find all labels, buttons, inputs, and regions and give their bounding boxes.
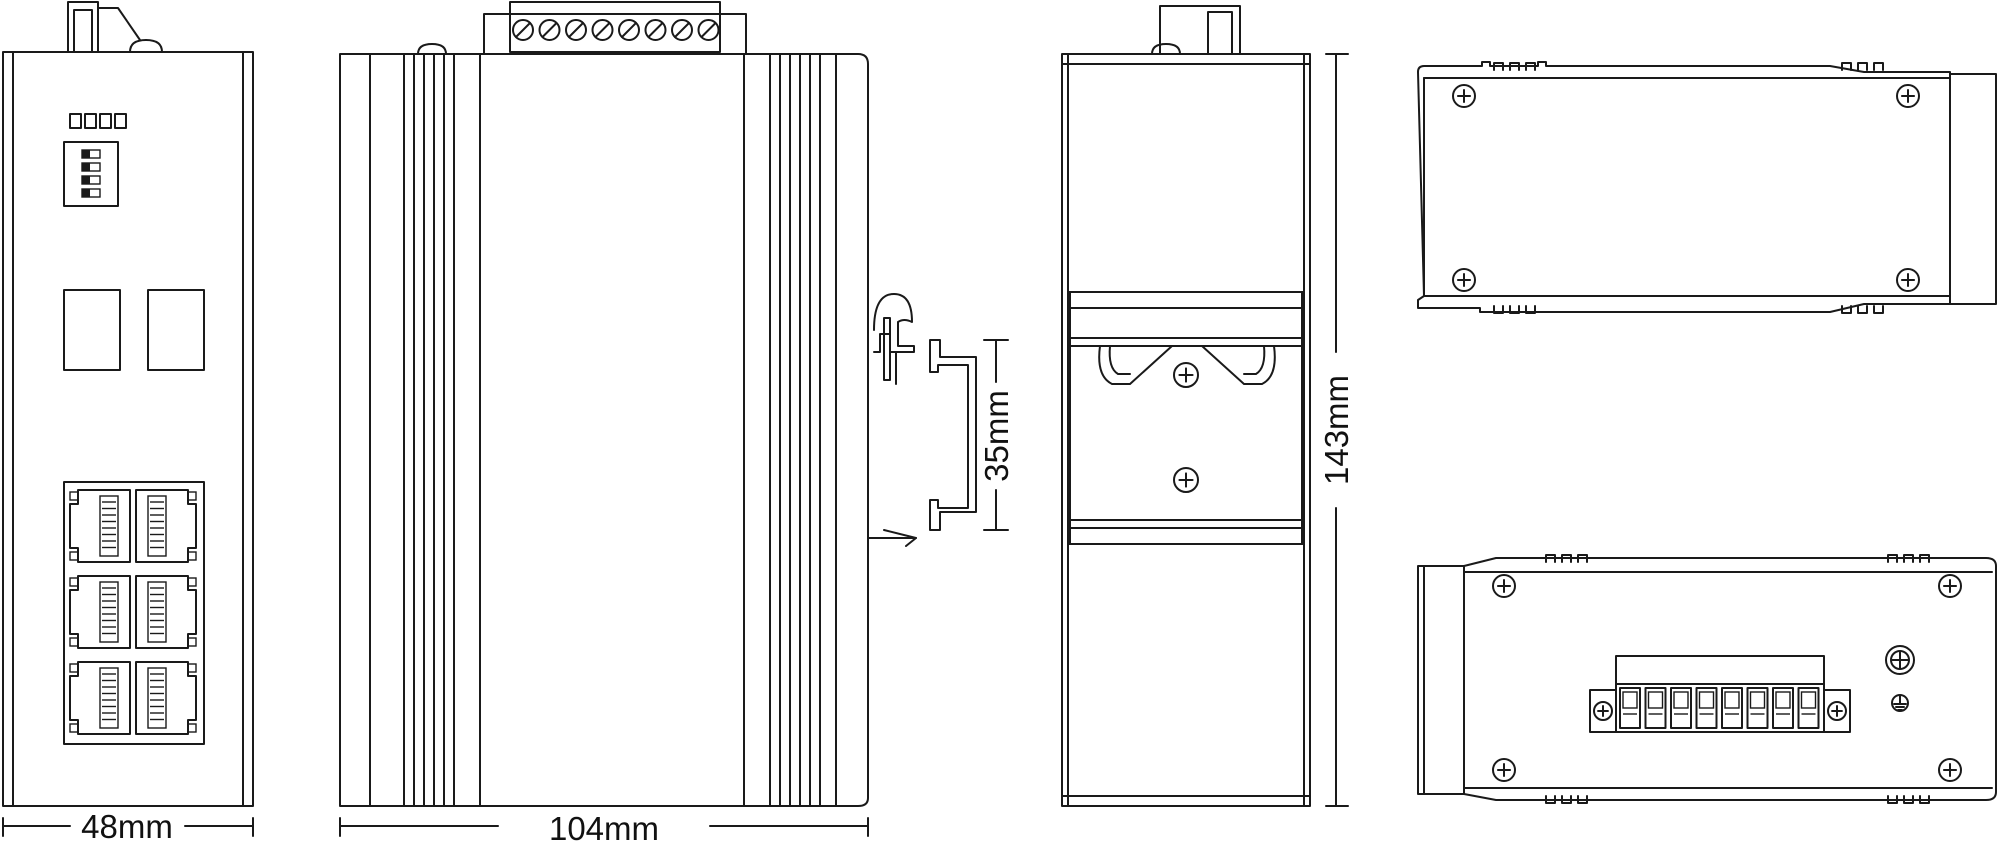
terminal-screw-icon <box>565 19 587 41</box>
phillips-screw-icon <box>1173 467 1199 493</box>
depth-label: 104mm <box>549 810 659 847</box>
side-view: 35mm 104mm <box>339 1 1015 847</box>
dip-switch <box>63 141 119 207</box>
vent-notch <box>1509 305 1520 314</box>
terminal-screw-icon <box>697 19 720 41</box>
vent-notch <box>1561 554 1572 563</box>
depth-dimension: 104mm <box>339 810 869 847</box>
rj45-port-block <box>63 481 205 745</box>
terminal-slot <box>1619 687 1641 729</box>
vent-notch <box>1873 305 1884 314</box>
terminal-slot <box>1695 687 1718 729</box>
vent-notch <box>1919 795 1930 804</box>
terminal-screw-icon <box>671 19 693 41</box>
rj45-port <box>135 489 197 563</box>
phillips-screw-icon <box>1492 758 1516 782</box>
sfp-port-right <box>147 289 205 371</box>
bottom-terminal-block <box>1589 655 1851 733</box>
din-rail-clip <box>867 293 917 547</box>
terminal-slot <box>1746 687 1769 729</box>
phillips-screw-icon <box>1492 574 1516 598</box>
vent-notch <box>1887 554 1898 563</box>
vent-notch <box>1509 62 1520 71</box>
terminal-screw-icon <box>591 19 614 41</box>
width-label: 48mm <box>81 808 173 845</box>
height-label: 143mm <box>1318 375 1355 485</box>
led-indicator-row <box>69 113 127 129</box>
phillips-screw-icon <box>1173 362 1199 388</box>
terminal-slot <box>1772 687 1794 729</box>
sfp-port-left <box>63 289 121 371</box>
rj45-port <box>69 661 131 735</box>
vent-notch <box>1841 305 1852 314</box>
terminal-screw-icon <box>618 19 640 41</box>
terminal-screw-icon <box>644 19 667 41</box>
din-mount-plate <box>1069 291 1303 545</box>
vent-notch <box>1493 305 1504 314</box>
side-ribs-right <box>743 53 837 807</box>
vent-notch <box>1857 305 1868 314</box>
terminal-screw-icon <box>538 19 561 41</box>
din-rail-dimension: 35mm <box>978 339 1015 531</box>
vent-notch <box>1577 795 1588 804</box>
din-rail-profile <box>929 339 977 531</box>
phillips-screw-icon <box>1896 268 1920 292</box>
phillips-screw-icon <box>1452 268 1476 292</box>
rear-view: 143mm <box>1061 5 1355 807</box>
front-view: 48mm <box>2 1 254 845</box>
terminal-screw-icon <box>512 19 534 41</box>
top-view <box>1417 61 1997 314</box>
phillips-screw-icon <box>1885 645 1915 675</box>
vent-notch <box>1525 62 1536 71</box>
vent-notch <box>1841 62 1852 71</box>
screws-layer <box>1173 84 1962 782</box>
rj45-port <box>69 489 131 563</box>
terminal-slot <box>1670 687 1692 729</box>
vent-notch <box>1493 62 1504 71</box>
vent-notch <box>1903 795 1914 804</box>
terminal-slot <box>1797 687 1820 729</box>
vent-notch <box>1525 305 1536 314</box>
top-terminal-block <box>483 1 747 55</box>
phillips-screw-icon <box>1938 758 1962 782</box>
width-dimension: 48mm <box>2 808 254 845</box>
vent-notch <box>1545 795 1556 804</box>
ground-screw-ring <box>1890 650 1910 670</box>
vent-notch <box>1887 795 1898 804</box>
terminal-slot <box>1644 687 1667 729</box>
ground-symbol-icon <box>1891 694 1909 712</box>
height-dimension: 143mm <box>1318 53 1355 807</box>
vent-notch <box>1561 795 1572 804</box>
vent-notch <box>1577 554 1588 563</box>
phillips-screw-icon <box>1896 84 1920 108</box>
vent-notch <box>1545 554 1556 563</box>
terminal-slot <box>1721 687 1743 729</box>
phillips-screw-icon <box>1593 701 1613 721</box>
vent-notch <box>1903 554 1914 563</box>
vent-notch <box>1919 554 1930 563</box>
vent-notch <box>1857 62 1868 71</box>
phillips-screw-icon <box>1452 84 1476 108</box>
phillips-screw-icon <box>1827 701 1847 721</box>
vent-notch <box>1873 62 1884 71</box>
rj45-port <box>69 575 131 649</box>
phillips-screw-icon <box>1938 574 1962 598</box>
rj45-port <box>135 661 197 735</box>
bottom-view <box>1417 554 1997 804</box>
side-ribs-left <box>369 53 481 807</box>
din-rail-label: 35mm <box>978 390 1015 482</box>
rj45-port <box>135 575 197 649</box>
